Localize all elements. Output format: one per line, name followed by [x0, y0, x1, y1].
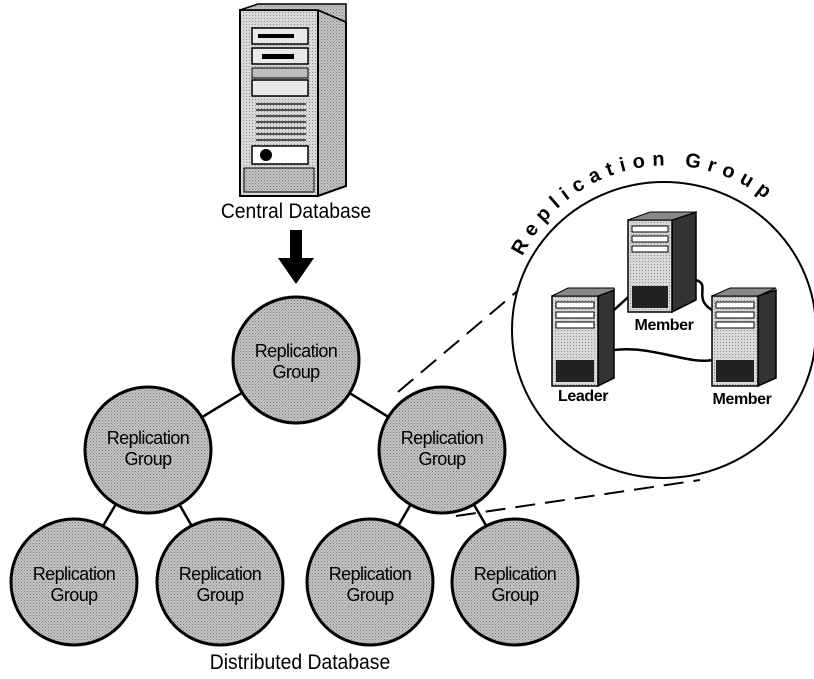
node-root-line1: Replication: [255, 341, 337, 361]
node-left: Replication Group: [83, 385, 213, 515]
node-leaf-2-line1: Replication: [179, 564, 261, 584]
central-server-icon: [239, 3, 347, 198]
replication-group-detail: Replication Group: [507, 148, 814, 479]
node-leaf-3-line2: Group: [346, 585, 394, 605]
central-database-label: Central Database: [220, 200, 372, 223]
node-leaf-3-line1: Replication: [329, 564, 411, 584]
node-left-line2: Group: [124, 449, 172, 469]
cable-leader-right: [613, 347, 713, 363]
node-right-line2: Group: [418, 449, 466, 469]
node-leaf-3: Replication Group: [305, 517, 435, 647]
node-leaf-4-line1: Replication: [474, 564, 556, 584]
node-right: Replication Group: [377, 385, 507, 515]
node-leaf-4: Replication Group: [450, 517, 580, 647]
node-leaf-2: Replication Group: [155, 517, 285, 647]
node-root: Replication Group: [231, 295, 361, 425]
leader-server-icon: [551, 287, 615, 388]
member-top-label: Member: [635, 317, 694, 334]
down-arrow-icon: [278, 230, 314, 284]
node-leaf-1: Replication Group: [9, 517, 139, 647]
member-right-label: Member: [713, 391, 772, 408]
node-leaf-1-line2: Group: [50, 585, 98, 605]
node-leaf-1-line1: Replication: [33, 564, 115, 584]
node-left-line1: Replication: [107, 428, 189, 448]
member-top-server-icon: [627, 210, 697, 314]
cable-member-member: [695, 278, 717, 314]
node-leaf-2-line2: Group: [196, 585, 244, 605]
distributed-database-label: Distributed Database: [209, 651, 391, 674]
leader-label: Leader: [558, 388, 608, 405]
node-leaf-4-line2: Group: [491, 585, 539, 605]
member-right-server-icon: [711, 287, 777, 388]
node-root-line2: Group: [272, 362, 320, 382]
node-right-line1: Replication: [401, 428, 483, 448]
